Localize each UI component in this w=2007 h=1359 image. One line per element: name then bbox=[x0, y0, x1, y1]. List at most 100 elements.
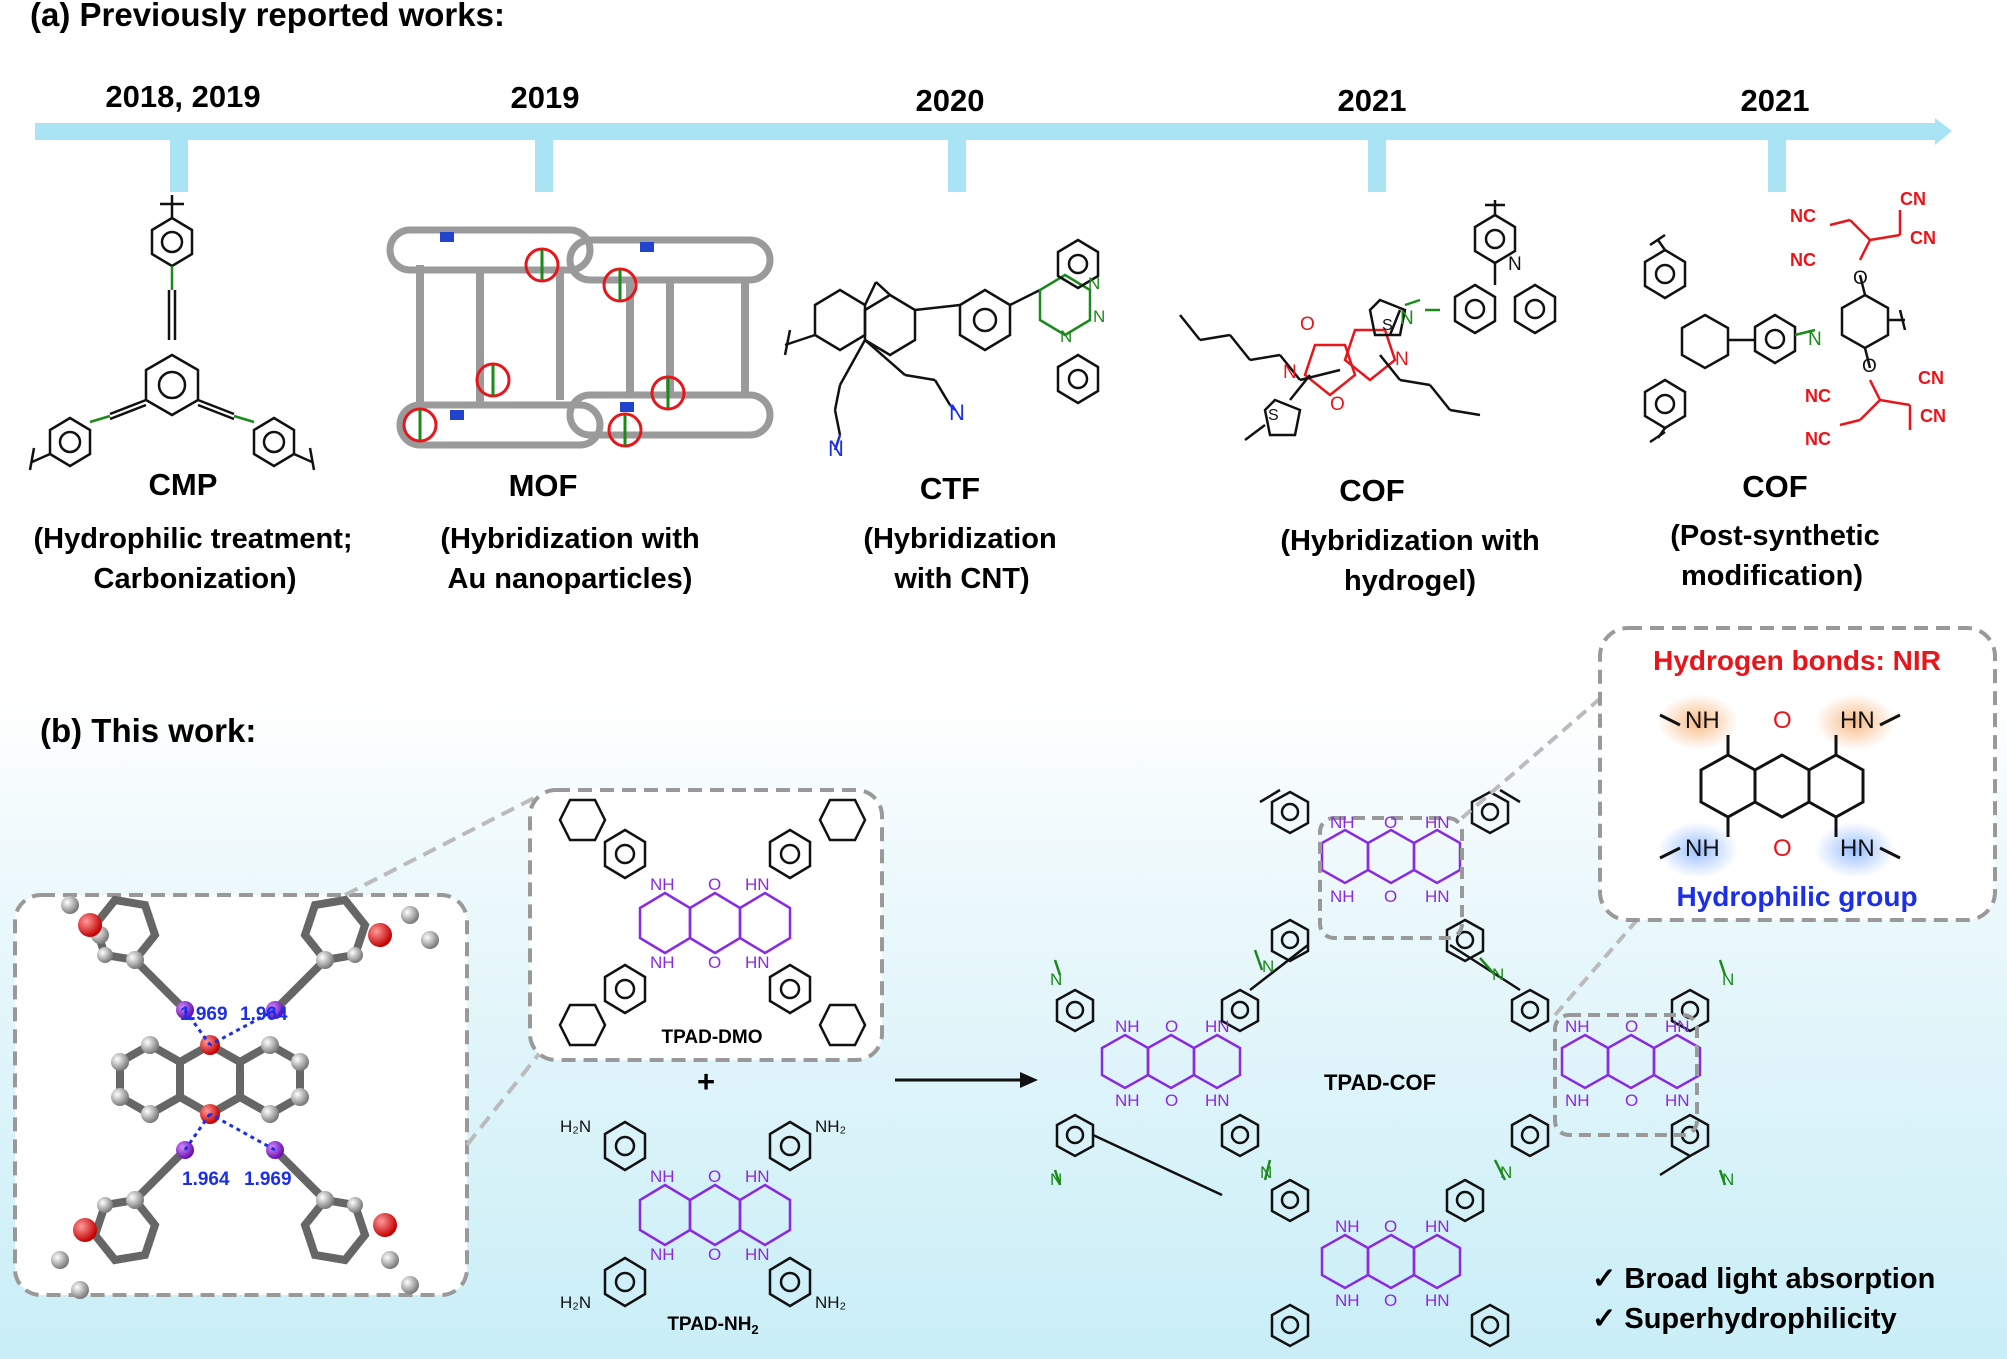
svg-text:HN: HN bbox=[1840, 707, 1875, 734]
svg-text:HN: HN bbox=[745, 1245, 770, 1264]
svg-text:NH: NH bbox=[1115, 1091, 1140, 1110]
n-atom-label: N bbox=[1395, 349, 1409, 370]
reaction-arrow bbox=[895, 1072, 1038, 1088]
tpad-cof-network bbox=[1053, 688, 1727, 1348]
tpad-dmo-labels: NH HN O O NH HN bbox=[650, 875, 770, 972]
svg-text:N: N bbox=[1050, 1170, 1062, 1189]
svg-text:O: O bbox=[1384, 1217, 1397, 1236]
material-type-label: CTF bbox=[920, 471, 980, 506]
svg-text:O: O bbox=[1773, 835, 1792, 862]
svg-text:1.969: 1.969 bbox=[244, 1169, 292, 1190]
svg-text:N: N bbox=[1262, 957, 1274, 976]
svg-text:(Post-synthetic: (Post-synthetic bbox=[1670, 520, 1879, 552]
cof-psm-structure bbox=[1643, 210, 1912, 444]
svg-text:O: O bbox=[1384, 887, 1397, 906]
description-labels: (Hydrophilic treatment; Carbonization) (… bbox=[33, 520, 1879, 597]
n-atom-label: N bbox=[949, 400, 965, 425]
svg-text:CN: CN bbox=[1918, 368, 1944, 388]
svg-text:O: O bbox=[1165, 1017, 1178, 1036]
monomer1-label: TPAD-DMO bbox=[662, 1027, 763, 1048]
year-label: 2018, 2019 bbox=[105, 79, 260, 114]
svg-text:O: O bbox=[708, 953, 721, 972]
svg-text:CN: CN bbox=[1900, 189, 1926, 209]
n-atom-label: N bbox=[1508, 254, 1522, 275]
svg-text:NH₂: NH₂ bbox=[815, 1293, 846, 1312]
s-atom-label: S bbox=[1268, 407, 1279, 424]
svg-text:NH: NH bbox=[1330, 813, 1355, 832]
svg-text:NH: NH bbox=[650, 875, 675, 894]
inset-atom-labels: NH HN O O NH HN bbox=[1685, 707, 1875, 862]
n-atom-label: N bbox=[1808, 329, 1822, 350]
o-atom-label: O bbox=[1862, 356, 1877, 377]
svg-text:with CNT): with CNT) bbox=[893, 563, 1029, 595]
svg-text:O: O bbox=[1165, 1091, 1178, 1110]
o-atom-label: O bbox=[1300, 314, 1315, 335]
svg-text:HN: HN bbox=[745, 953, 770, 972]
svg-text:NC: NC bbox=[1790, 250, 1816, 270]
svg-text:HN: HN bbox=[1425, 1217, 1450, 1236]
svg-text:HN: HN bbox=[1840, 835, 1875, 862]
svg-text:NH₂: NH₂ bbox=[815, 1117, 846, 1136]
hydrogen-bond-inset bbox=[1598, 626, 1997, 922]
svg-text:HN: HN bbox=[745, 875, 770, 894]
svg-text:NH: NH bbox=[1565, 1017, 1590, 1036]
svg-text:(Hybridization with: (Hybridization with bbox=[1280, 525, 1539, 557]
n-atom-label: N bbox=[1283, 362, 1297, 383]
svg-text:NH: NH bbox=[1335, 1217, 1360, 1236]
svg-text:NH: NH bbox=[650, 1167, 675, 1186]
svg-text:modification): modification) bbox=[1681, 560, 1863, 592]
n-atom-label: N bbox=[828, 436, 844, 461]
svg-text:O: O bbox=[708, 875, 721, 894]
svg-text:N: N bbox=[1500, 1163, 1512, 1182]
svg-text:NC: NC bbox=[1805, 386, 1831, 406]
material-type-label: COF bbox=[1339, 473, 1404, 508]
cyano-labels: NC CN CN NC NC CN CN NC bbox=[1790, 189, 1946, 449]
n-atom-label: N bbox=[1400, 308, 1414, 329]
svg-text:NH: NH bbox=[650, 1245, 675, 1264]
material-type-label: COF bbox=[1742, 469, 1807, 504]
svg-text:NH: NH bbox=[1335, 1291, 1360, 1310]
panel-b-heading: (b) This work: bbox=[40, 712, 256, 749]
year-label: 2019 bbox=[511, 80, 580, 115]
svg-text:CN: CN bbox=[1910, 228, 1936, 248]
svg-text:N: N bbox=[1050, 970, 1062, 989]
svg-text:HN: HN bbox=[1665, 1017, 1690, 1036]
svg-text:N: N bbox=[1722, 1170, 1734, 1189]
svg-text:H₂N: H₂N bbox=[560, 1117, 591, 1136]
crystal-structure-box bbox=[13, 793, 552, 1299]
plus-sign: + bbox=[697, 1064, 715, 1099]
svg-text:NH: NH bbox=[1115, 1017, 1140, 1036]
s-atom-label: S bbox=[1382, 317, 1393, 334]
monomer2-label: TPAD-NH2 bbox=[667, 1314, 758, 1337]
svg-text:NH: NH bbox=[1685, 707, 1720, 734]
year-label: 2020 bbox=[916, 83, 985, 118]
n-atom-label: N bbox=[1088, 274, 1100, 293]
svg-text:NH: NH bbox=[650, 953, 675, 972]
svg-text:1.964: 1.964 bbox=[182, 1169, 230, 1190]
o-atom-label: O bbox=[1330, 394, 1345, 415]
svg-text:Carbonization): Carbonization) bbox=[94, 563, 297, 595]
cof-dpp-structure bbox=[1179, 200, 1557, 441]
svg-text:HN: HN bbox=[1205, 1017, 1230, 1036]
ctf-structure bbox=[783, 238, 1100, 451]
svg-text:HN: HN bbox=[1425, 1291, 1450, 1310]
svg-text:H₂N: H₂N bbox=[560, 1293, 591, 1312]
feature-item: ✓ Superhydrophilicity bbox=[1592, 1303, 1897, 1335]
tpad-dmo-structure bbox=[528, 788, 884, 1062]
svg-text:NC: NC bbox=[1805, 429, 1831, 449]
svg-text:NH: NH bbox=[1685, 835, 1720, 862]
svg-text:N: N bbox=[1722, 970, 1734, 989]
svg-text:(Hybridization with: (Hybridization with bbox=[440, 523, 699, 555]
svg-text:O: O bbox=[1384, 1291, 1397, 1310]
svg-text:HN: HN bbox=[1425, 887, 1450, 906]
svg-text:1.964: 1.964 bbox=[240, 1004, 288, 1025]
bond-length-labels: 1.969 1.964 1.964 1.969 bbox=[180, 1004, 292, 1190]
cmp-structure bbox=[28, 195, 316, 471]
svg-text:HN: HN bbox=[1425, 813, 1450, 832]
svg-text:O: O bbox=[708, 1245, 721, 1264]
svg-text:HN: HN bbox=[1665, 1091, 1690, 1110]
feature-item: ✓ Broad light absorption bbox=[1592, 1263, 1935, 1295]
svg-text:NC: NC bbox=[1790, 206, 1816, 226]
